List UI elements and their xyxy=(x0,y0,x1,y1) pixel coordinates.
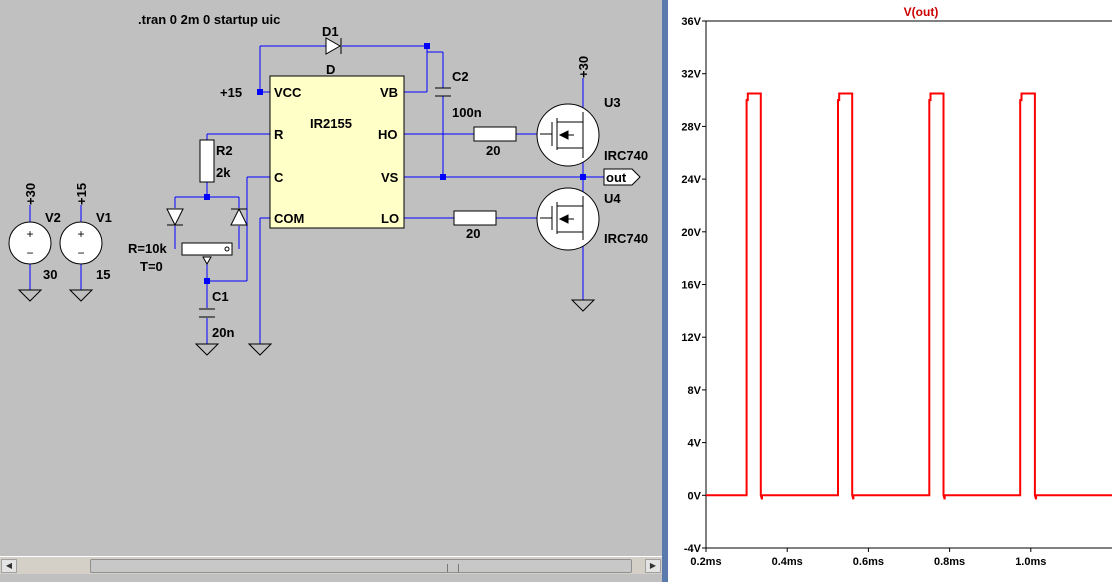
y-tick-label: 4V xyxy=(688,438,702,450)
junctions xyxy=(204,43,586,284)
svg-text:−: − xyxy=(26,246,33,260)
d1-value: D xyxy=(326,62,335,77)
y-tick-label: 8V xyxy=(688,385,702,397)
ic-name: IR2155 xyxy=(310,116,352,131)
x-tick-label: 0.8ms xyxy=(934,556,965,568)
v1-net-label: +15 xyxy=(74,183,89,205)
pin-com: COM xyxy=(274,211,304,226)
pot-value: R=10k xyxy=(128,241,167,256)
u3-ref: U3 xyxy=(604,95,621,110)
capacitor-c1[interactable] xyxy=(199,308,215,318)
y-tick-label: 28V xyxy=(681,121,701,133)
plot-area[interactable] xyxy=(705,20,1112,549)
trace-title[interactable]: V(out) xyxy=(904,5,939,19)
r2-value: 2k xyxy=(216,165,231,180)
voltage-source-v1[interactable]: + − xyxy=(59,221,103,265)
c1-ref: C1 xyxy=(212,289,229,304)
svg-text:−: − xyxy=(77,246,84,260)
x-tick-label: 0.4ms xyxy=(772,556,803,568)
c2-ref: C2 xyxy=(452,69,469,84)
mosfet-u4[interactable] xyxy=(536,187,600,251)
svg-text:+: + xyxy=(77,227,84,241)
y-tick-label: 20V xyxy=(681,227,701,239)
v2-ref: V2 xyxy=(45,210,61,225)
v1-value: 15 xyxy=(96,267,110,282)
resistor-ho[interactable] xyxy=(473,126,517,142)
v2-net-label: +30 xyxy=(23,183,38,205)
ir2155-ic[interactable] xyxy=(269,75,405,229)
traces xyxy=(706,92,1112,500)
potentiometer[interactable] xyxy=(181,242,233,266)
trace-vout[interactable] xyxy=(706,92,1112,500)
r-ho-value: 20 xyxy=(486,143,500,158)
c2-value: 100n xyxy=(452,105,482,120)
y-tick-label: 32V xyxy=(681,69,701,81)
c1-value: 20n xyxy=(212,325,234,340)
u3-supply-label: +30 xyxy=(576,56,591,78)
y-tick-label: 16V xyxy=(681,280,701,292)
pane-splitter[interactable] xyxy=(662,0,668,582)
schematic-editor[interactable]: + − + − .tran 0 2m 0 startup uic +15 VCC… xyxy=(0,0,664,582)
y-tick-label: 0V xyxy=(688,490,702,502)
x-axis: 0.2ms 0.4ms 0.6ms 0.8ms 1.0ms xyxy=(690,548,1046,568)
mosfet-u3[interactable] xyxy=(536,103,600,167)
wires xyxy=(29,45,606,344)
y-tick-label: 12V xyxy=(681,332,701,344)
pin-vcc: VCC xyxy=(274,85,302,100)
x-tick-label: 0.6ms xyxy=(853,556,884,568)
schematic-canvas[interactable]: + − + − .tran 0 2m 0 startup uic +15 VCC… xyxy=(0,0,664,556)
sim-directive[interactable]: .tran 0 2m 0 startup uic xyxy=(138,12,280,27)
ground-symbols xyxy=(17,289,596,356)
out-label: out xyxy=(606,170,627,185)
net-label-vcc: +15 xyxy=(220,85,242,100)
pin-vs: VS xyxy=(381,170,399,185)
pin-c: C xyxy=(274,170,284,185)
v1-ref: V1 xyxy=(96,210,112,225)
resistor-r2[interactable] xyxy=(199,139,215,183)
r-lo-value: 20 xyxy=(466,226,480,241)
pin-ho: HO xyxy=(378,127,398,142)
waveform-plot[interactable]: V(out) -4V 0V 4V 8V 12V 16V 20V 24V 28V 32V 36V 0.… xyxy=(668,0,1112,582)
out-flag[interactable] xyxy=(603,168,641,186)
pin-lo: LO xyxy=(381,211,399,226)
waveform-viewer[interactable]: V(out) -4V 0V 4V 8V 12V 16V 20V 24V 28V 32V 36V 0.… xyxy=(668,0,1112,582)
u4-ref: U4 xyxy=(604,191,621,206)
y-tick-label: 36V xyxy=(681,16,701,28)
scroll-right-button[interactable]: ▶ xyxy=(645,559,661,573)
pin-vb: VB xyxy=(380,85,398,100)
y-axis: -4V 0V 4V 8V 12V 16V 20V 24V 28V 32V 36V xyxy=(681,16,706,555)
capacitor-c2[interactable] xyxy=(435,87,451,97)
svg-text:+: + xyxy=(26,227,33,241)
diode-d1[interactable] xyxy=(325,37,342,55)
resistor-lo[interactable] xyxy=(453,210,497,226)
pin-r: R xyxy=(274,127,284,142)
pot-param: T=0 xyxy=(140,259,163,274)
d1-ref: D1 xyxy=(322,24,339,39)
timing-diodes[interactable] xyxy=(166,207,248,227)
x-tick-label: 0.2ms xyxy=(690,556,721,568)
r2-ref: R2 xyxy=(216,143,233,158)
horizontal-scrollbar[interactable]: ◀ ▶ xyxy=(0,556,662,574)
u4-value: IRC740 xyxy=(604,231,648,246)
v2-value: 30 xyxy=(43,267,57,282)
scrollbar-grip xyxy=(447,564,459,572)
scrollbar-thumb[interactable] xyxy=(90,559,632,573)
y-tick-label: -4V xyxy=(684,543,702,555)
x-tick-label: 1.0ms xyxy=(1015,556,1046,568)
u3-value: IRC740 xyxy=(604,148,648,163)
y-tick-label: 24V xyxy=(681,174,701,186)
voltage-source-v2[interactable]: + − xyxy=(8,221,52,265)
scroll-left-button[interactable]: ◀ xyxy=(1,559,17,573)
